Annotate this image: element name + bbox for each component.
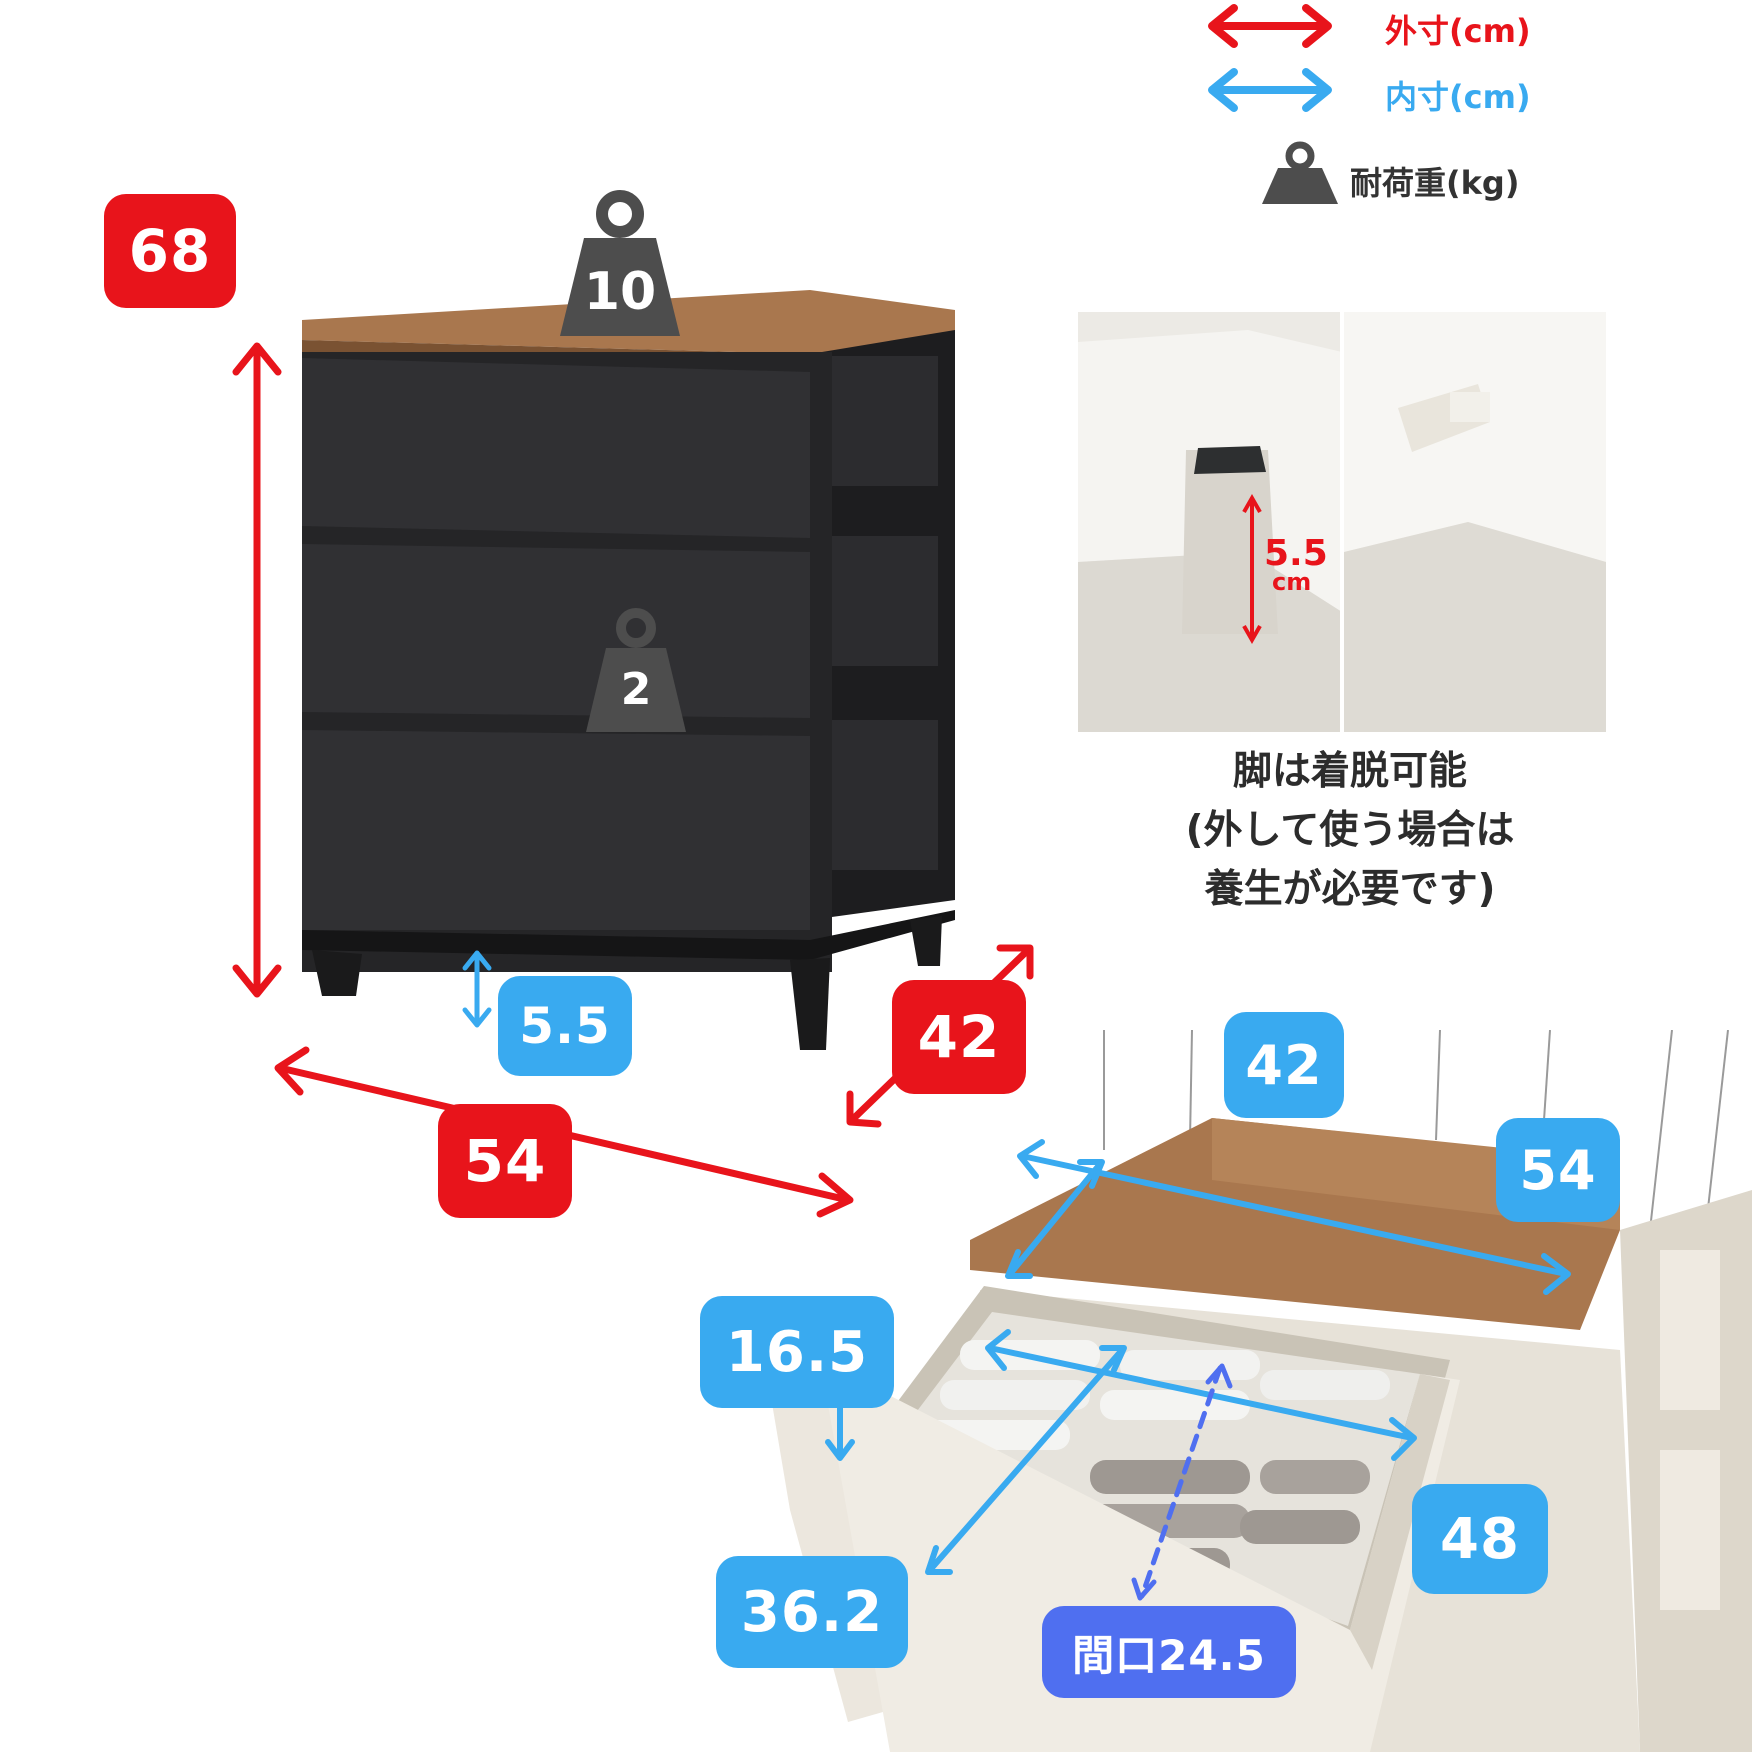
drawer-load-weight-icon bbox=[586, 608, 686, 732]
legend-load-label: 耐荷重(kg) bbox=[1350, 164, 1520, 202]
drawer-3 bbox=[302, 730, 810, 930]
outer-dimension-arrow-icon bbox=[1208, 4, 1332, 48]
inner-top-depth-badge: 42 bbox=[1224, 1012, 1344, 1118]
outer-height-badge: 68 bbox=[104, 194, 236, 308]
leg-height-badge: 5.5 bbox=[498, 976, 632, 1076]
weight-icon bbox=[1262, 141, 1338, 204]
legend-arrows bbox=[1208, 4, 1332, 112]
outer-depth-badge: 42 bbox=[892, 980, 1026, 1094]
outer-width-badge: 54 bbox=[438, 1104, 572, 1218]
top-load-weight-icon bbox=[560, 190, 680, 336]
leg bbox=[312, 950, 362, 996]
note-line-3: 養生が必要です) bbox=[1204, 867, 1496, 912]
inner-drawer-height-badge: 16.5 bbox=[700, 1296, 894, 1408]
top-load-value: 10 bbox=[583, 262, 657, 322]
drawer-2 bbox=[302, 544, 810, 718]
photo-leg-unit: cm bbox=[1272, 568, 1312, 596]
leg bbox=[790, 958, 830, 1050]
photo-leg-value: 5.5 bbox=[1264, 533, 1328, 574]
leg-detail-photo bbox=[1078, 312, 1606, 732]
note-line-1: 脚は着脱可能 bbox=[1232, 749, 1467, 794]
inner-drawer-depth-badge: 36.2 bbox=[716, 1556, 908, 1668]
inner-drawer-width-badge: 48 bbox=[1412, 1484, 1548, 1594]
legend-outer-label: 外寸(cm) bbox=[1385, 12, 1531, 50]
drawer-1 bbox=[302, 358, 810, 538]
drawer-load-value: 2 bbox=[620, 664, 652, 715]
legend-inner-label: 内寸(cm) bbox=[1385, 78, 1531, 116]
note-line-2: (外して使う場合は bbox=[1185, 808, 1515, 853]
inner-dimension-arrow-icon bbox=[1208, 68, 1332, 112]
inner-top-width-badge: 54 bbox=[1496, 1118, 1620, 1222]
open-drawer-illustration bbox=[760, 1030, 1752, 1752]
leg bbox=[910, 916, 942, 966]
opening-width-badge: 間口24.5 bbox=[1042, 1606, 1296, 1698]
